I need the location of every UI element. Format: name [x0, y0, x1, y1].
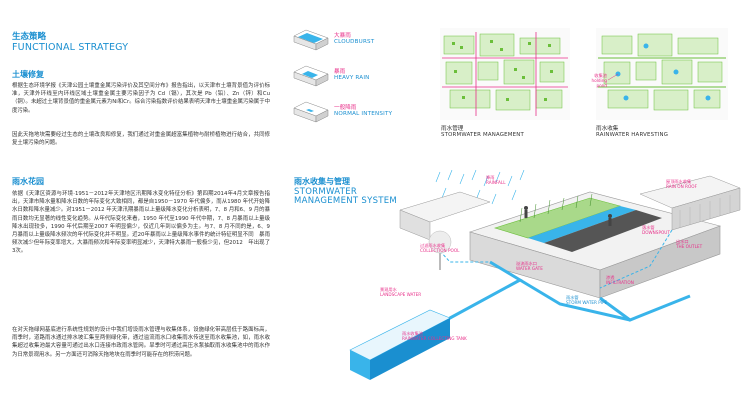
building-left [399, 191, 491, 241]
rain-garden-paragraph-1: 依据《天津区资源与环境·1951－2012年天津地区汛期降水变化特征分析》第四期… [12, 191, 270, 255]
heavy-rain-icon [293, 65, 329, 87]
system-title-en: STORMWATER MANAGEMENT SYSTEM [294, 187, 398, 206]
label-landscape-water: 景观用水 LANDSCAPE WATER [380, 287, 422, 297]
rain-legend-icons [292, 26, 332, 134]
stormwater-map-caption: 雨水管理 STORMWATER MANAGEMENT [441, 124, 524, 138]
label-rainfall: 降雨 RAINFALL [486, 175, 506, 185]
label-collecting-tank: 雨水收集池 RAINWATER COLLECTING TANK [402, 331, 467, 341]
rain-garden-heading: 雨水花园 [12, 177, 44, 186]
rainwater-harvesting-map [596, 28, 728, 120]
rain-garden-paragraph-2: 在对天拖绿网基底进行系统性规划的设计中我们增设雨水管理与收集体系，设施绿化带高层… [12, 327, 270, 358]
soil-paragraph-1: 根据生态环境学报《天津公园土壤重金属污染评价及其空间分布》报告指出，以天津市土壤… [12, 83, 270, 114]
building-right [639, 175, 741, 231]
legend-item: 暴雨 HEAVY RAIN [334, 67, 370, 81]
holding-pond-callout: 收集池 holding pond [591, 73, 607, 88]
legend-label-en: CLOUDBURST [334, 39, 375, 45]
stormwater-management-map [440, 28, 570, 120]
harvesting-map-caption: 雨水收集 RAINWATER HARVESTING [596, 124, 668, 138]
label-water-gate: 溢流雨水口 WATER GATE [516, 261, 543, 271]
legend-label-cn: 大暴雨 [334, 33, 351, 39]
legend-label-cn: 暴雨 [334, 69, 346, 75]
stormwater-map-caption-cn: 雨水管理 [441, 126, 464, 132]
system-title-cn: 雨水收集与管理 [294, 177, 350, 186]
normal-rain-icon [293, 101, 329, 123]
legend-label-en: NORMAL INTENSITY [334, 111, 393, 117]
legend-item: 大暴雨 CLOUDBURST [334, 31, 374, 45]
strategy-title-en: FUNCTIONAL STRATEGY [12, 42, 129, 53]
people-icon [524, 206, 612, 226]
soil-paragraph-2: 因此天拖地块需要经过生态的土壤改良和修复，我们通过对重金属超富集植物与耐桥植物进… [12, 132, 270, 147]
label-infiltration: 渗透 INFILTRATION [606, 275, 634, 285]
stormwater-map-caption-en: STORMWATER MANAGEMENT [441, 132, 524, 138]
label-collection-pool: 过滤雨水收集 COLLECTION POOL [420, 243, 460, 253]
label-outlet: 出水口 THE OUTLET [676, 239, 703, 249]
legend-label-cn: 一般降雨 [334, 105, 357, 111]
harvesting-map-caption-en: RAINWATER HARVESTING [596, 132, 669, 138]
harvesting-map-caption-cn: 雨水收集 [596, 126, 619, 132]
label-downspout: 落水管 DOWNSPOUT [642, 225, 670, 235]
label-roof: 屋顶雨水收集 RAIN ON ROOF [666, 179, 697, 189]
stormwater-system-diagram [290, 169, 745, 410]
soil-heading: 土壤修复 [12, 70, 44, 79]
rain-streaks [435, 169, 525, 205]
legend-label-en: HEAVY RAIN [334, 75, 370, 81]
cloudburst-icon [293, 29, 329, 51]
label-storm-pipe: 雨水管 STORM WATER PIPE [566, 295, 608, 305]
rainwater-collecting-tank [349, 309, 451, 380]
strategy-title-cn: 生态策略 [12, 32, 47, 42]
legend-item: 一般降雨 NORMAL INTENSITY [334, 103, 392, 117]
tree-icon [428, 230, 452, 270]
